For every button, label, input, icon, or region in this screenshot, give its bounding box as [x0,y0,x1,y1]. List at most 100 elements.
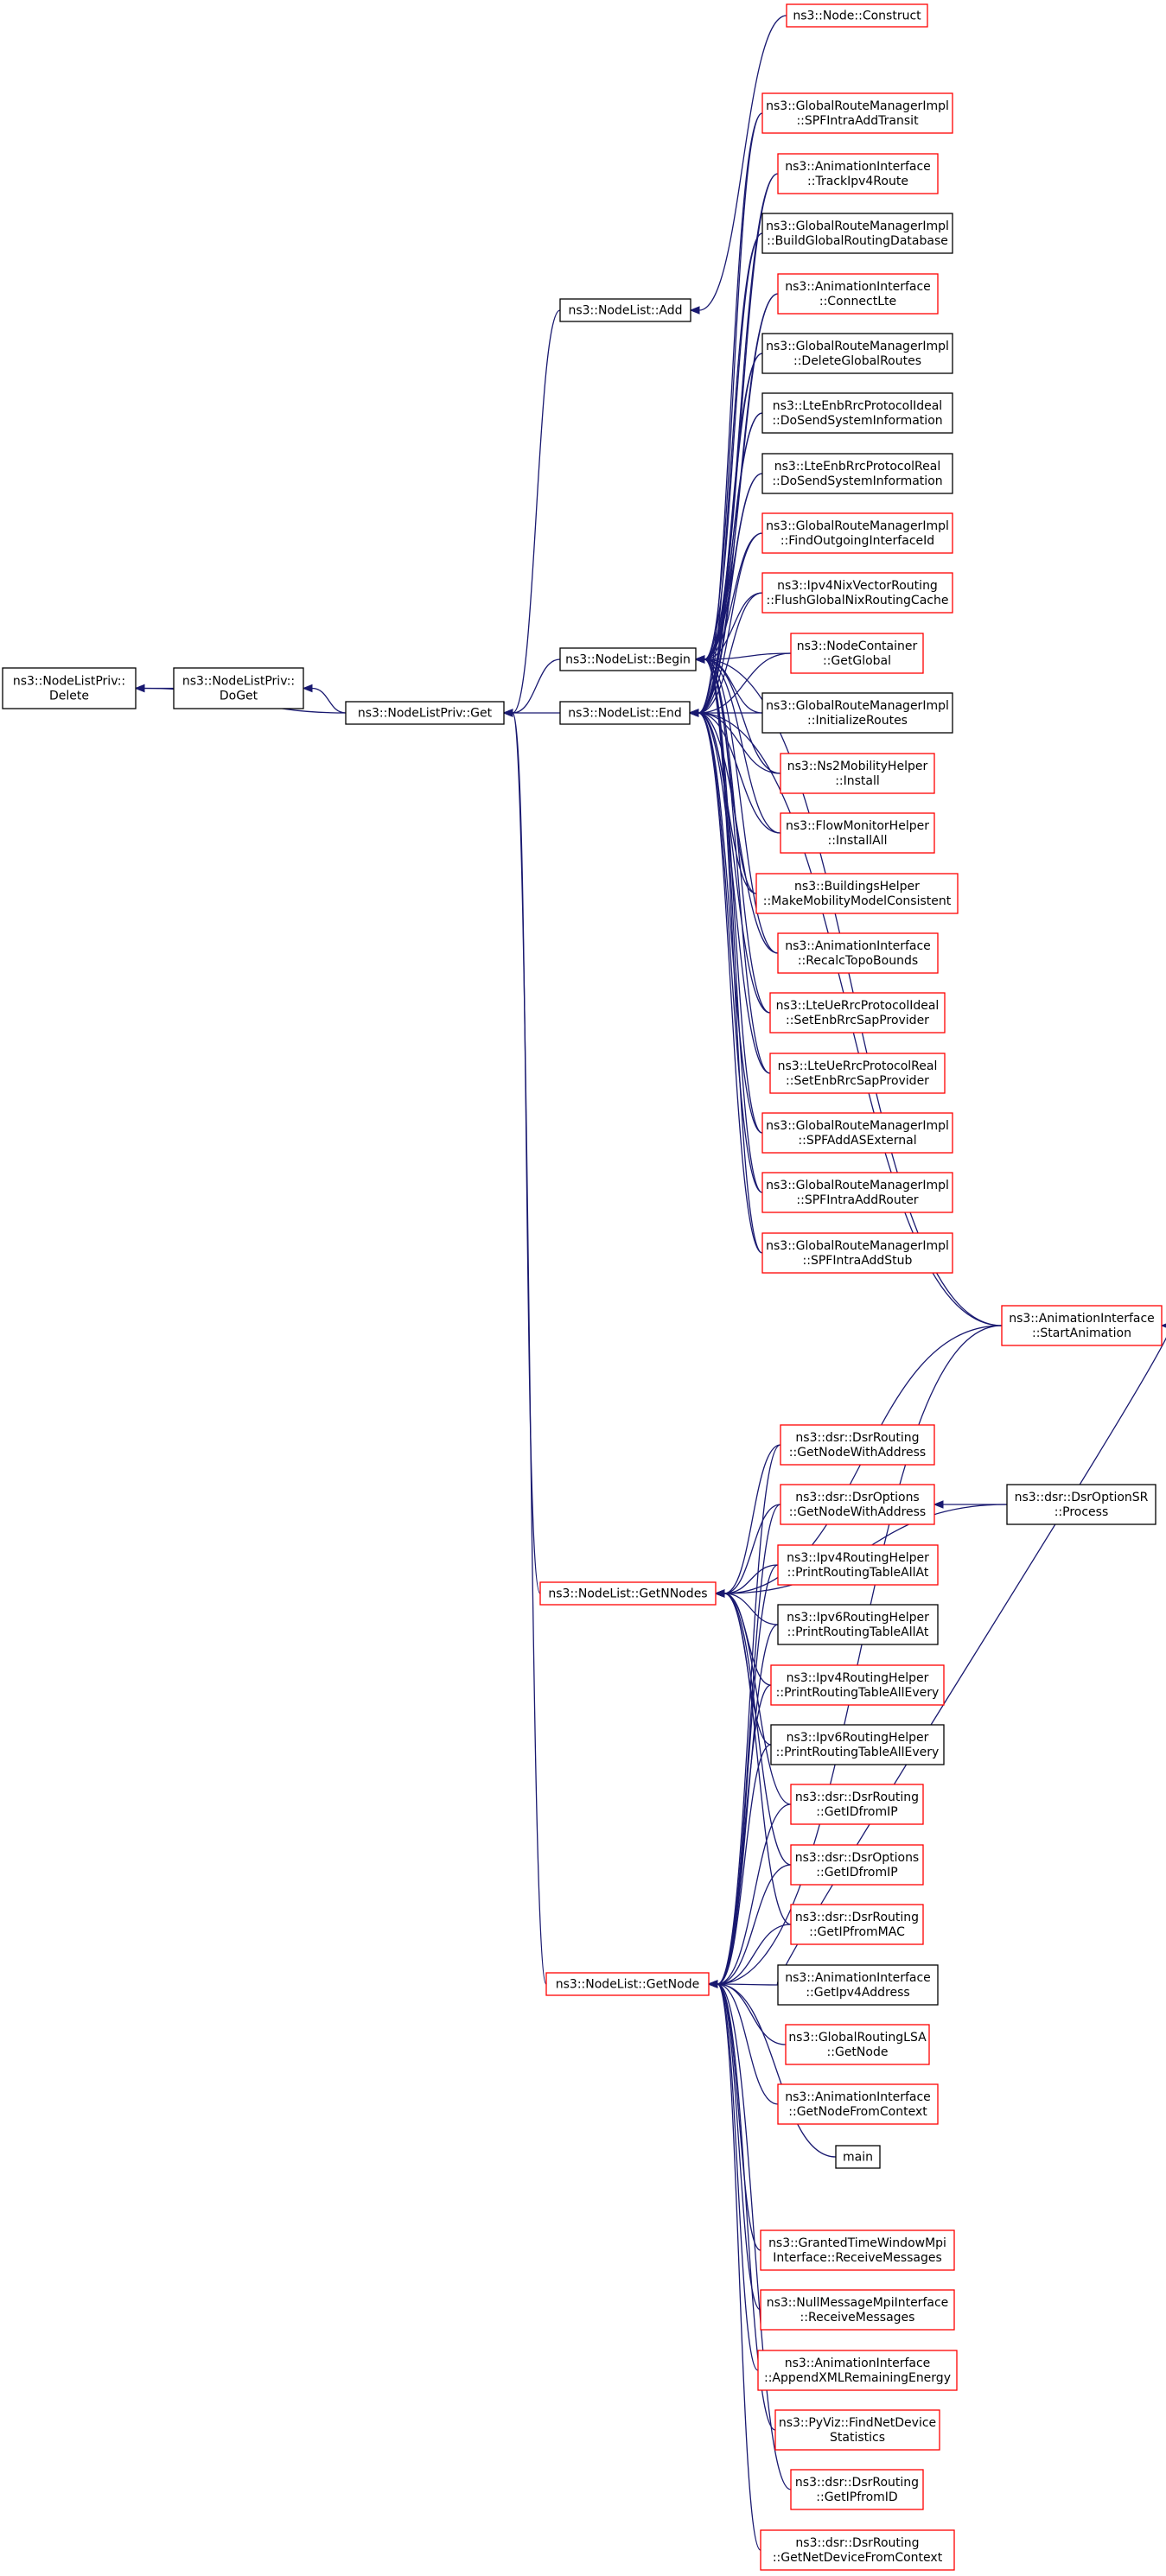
edge-line [704,112,763,660]
node-dsrgetipmac[interactable]: ns3::dsr::DsrRouting::GetIPfromMAC [790,1904,924,1945]
node-label: ::SPFIntraAddTransit [796,114,919,128]
edge-line [698,112,763,714]
node-getnode[interactable]: ns3::NodeList::GetNode [545,1972,710,1996]
node-label: ns3::LteUeRrcProtocolReal [778,1059,938,1073]
node-buildingsmm[interactable]: ns3::BuildingsHelper::MakeMobilityModelC… [755,873,959,914]
node-end[interactable]: ns3::NodeList::End [559,701,691,725]
node-box [545,1972,710,1996]
node-label: ::RecalcTopoBounds [798,954,918,968]
node-doget[interactable]: ns3::NodeListPriv::DoGet [173,667,304,709]
node-label: Statistics [830,2431,885,2445]
node-ipv6printat[interactable]: ns3::Ipv6RoutingHelper::PrintRoutingTabl… [777,1604,939,1645]
node-add[interactable]: ns3::NodeList::Add [559,298,691,322]
node-label: ::SetEnbRrcSapProvider [786,1074,929,1088]
node-ltesysreal[interactable]: ns3::LteEnbRrcProtocolReal::DoSendSystem… [761,453,953,494]
node-ipv4printevery[interactable]: ns3::Ipv4RoutingHelper::PrintRoutingTabl… [770,1664,945,1706]
node-label: ns3::NodeList::GetNode [556,1978,699,1992]
node-spfrouter[interactable]: ns3::GlobalRouteManagerImpl::SPFIntraAdd… [761,1172,953,1213]
node-label: ns3::dsr::DsrRouting [795,1431,919,1445]
node-label: ns3::dsr::DsrRouting [795,1911,919,1924]
node-ltesysideal[interactable]: ns3::LteEnbRrcProtocolIdeal::DoSendSyste… [761,392,953,434]
node-dsrgetid[interactable]: ns3::dsr::DsrRouting::GetIDfromIP [790,1784,924,1825]
node-ipv4printat[interactable]: ns3::Ipv4RoutingHelper::PrintRoutingTabl… [777,1544,939,1586]
node-label: ::FlushGlobalNixRoutingCache [767,594,949,607]
node-label: ::SPFIntraAddRouter [796,1193,918,1207]
edge-getnode-to-get [502,709,547,1985]
node-flushnix[interactable]: ns3::Ipv4NixVectorRouting::FlushGlobalNi… [761,572,953,614]
node-label: ::FindOutgoingInterfaceId [781,534,934,548]
node-box [760,2289,955,2331]
node-begin[interactable]: ns3::NodeList::Begin [559,647,697,671]
node-spfstub[interactable]: ns3::GlobalRouteManagerImpl::SPFIntraAdd… [761,1232,953,1274]
node-flowinstall[interactable]: ns3::FlowMonitorHelper::InstallAll [780,812,935,854]
node-box [761,453,953,494]
node-box [770,1724,945,1765]
edge-line [723,1444,781,1594]
node-box [757,2350,958,2391]
node-box [780,1424,935,1466]
node-dsroptionsr[interactable]: ns3::dsr::DsrOptionSR::Process [1006,1484,1156,1525]
node-get[interactable]: ns3::NodeListPriv::Get [345,701,505,725]
node-lsagetnode[interactable]: ns3::GlobalRoutingLSA::GetNode [785,2024,930,2065]
edge-line [512,309,561,714]
node-box [777,273,939,315]
edge-line [717,1983,837,2158]
node-grantedrecv[interactable]: ns3::GrantedTimeWindowMpiInterface::Rece… [760,2229,955,2271]
edge-ipv4printat-to-getnode [707,1564,779,1988]
node-dsroptgetid[interactable]: ns3::dsr::DsrOptions::GetIDfromIP [790,1844,924,1886]
node-dsrgetnode[interactable]: ns3::dsr::DsrRouting::GetNodeWithAddress [780,1424,935,1466]
node-box [790,633,924,674]
node-label: ns3::dsr::DsrRouting [795,2476,919,2490]
graph-nodes: ns3::NodeListPriv::Deletens3::NodeListPr… [2,3,1163,2571]
node-findoutgoing[interactable]: ns3::GlobalRouteManagerImpl::FindOutgoin… [761,512,953,554]
node-ueideal[interactable]: ns3::LteUeRrcProtocolIdeal::SetEnbRrcSap… [769,992,946,1034]
node-label: ns3::GlobalRouteManagerImpl [766,1119,949,1133]
node-construct[interactable]: ns3::Node::Construct [786,3,928,28]
node-appendxml[interactable]: ns3::AnimationInterface::AppendXMLRemain… [757,2350,958,2391]
node-box [777,932,939,974]
node-box [786,3,928,28]
edge-line [512,712,547,1985]
node-delete[interactable]: ns3::NodeListPriv::Delete [2,667,137,709]
node-label: ::GetNode [827,2045,889,2059]
edge-line [717,1983,759,2371]
node-spftransit[interactable]: ns3::GlobalRouteManagerImpl::SPFIntraAdd… [761,92,953,134]
node-animnodectx[interactable]: ns3::AnimationInterface::GetNodeFromCont… [777,2083,939,2125]
node-trackipv4[interactable]: ns3::AnimationInterface::TrackIpv4Route [777,153,939,194]
node-deleteglobal[interactable]: ns3::GlobalRouteManagerImpl::DeleteGloba… [761,333,953,374]
node-box [755,873,959,914]
edge-dsroptionsr-to-dsroptgetnode [933,1500,1007,1509]
node-dsrnetdev[interactable]: ns3::dsr::DsrRouting::GetNetDeviceFromCo… [760,2529,955,2571]
node-ns2install[interactable]: ns3::Ns2MobilityHelper::Install [780,753,935,794]
edge-line [717,1325,1003,1985]
edge-getnnodes-to-get [502,709,541,1594]
node-animgetipv4[interactable]: ns3::AnimationInterface::GetIpv4Address [777,1964,939,2006]
node-label: ns3::NodeListPriv:: [182,675,295,689]
node-getnnodes[interactable]: ns3::NodeList::GetNNodes [539,1581,717,1606]
node-containerglobal[interactable]: ns3::NodeContainer::GetGlobal [790,633,924,674]
node-connectlte[interactable]: ns3::AnimationInterface::ConnectLte [777,273,939,315]
node-nullmsgrecv[interactable]: ns3::NullMessageMpiInterface::ReceiveMes… [760,2289,955,2331]
node-dsrgetipid[interactable]: ns3::dsr::DsrRouting::GetIPfromID [790,2469,924,2510]
node-box [790,1844,924,1886]
node-label: ns3::NodeList::Add [568,304,682,318]
node-initroutes[interactable]: ns3::GlobalRouteManagerImpl::InitializeR… [761,692,953,734]
node-spfexternal[interactable]: ns3::GlobalRouteManagerImpl::SPFAddASExt… [761,1112,953,1154]
node-label: ::DoSendSystemInformation [772,414,942,428]
node-box [760,2229,955,2271]
node-label: ns3::NullMessageMpiInterface [767,2296,949,2310]
node-main[interactable]: main [835,2145,881,2169]
edge-buildglobal-to-begin [694,232,763,664]
node-box [559,647,697,671]
node-ipv6printevery[interactable]: ns3::Ipv6RoutingHelper::PrintRoutingTabl… [770,1724,945,1765]
node-uereal[interactable]: ns3::LteUeRrcProtocolReal::SetEnbRrcSapP… [769,1053,946,1094]
edge-line [698,712,763,1193]
node-dsroptgetnode[interactable]: ns3::dsr::DsrOptions::GetNodeWithAddress [780,1484,935,1525]
node-buildglobal[interactable]: ns3::GlobalRouteManagerImpl::BuildGlobal… [761,213,953,254]
node-label: ns3::AnimationInterface [785,939,931,953]
edge-line [776,1337,1166,1986]
node-label: ::MakeMobilityModelConsistent [763,894,952,908]
node-startanim[interactable]: ns3::AnimationInterface::StartAnimation [1001,1305,1163,1346]
node-recalctopo[interactable]: ns3::AnimationInterface::RecalcTopoBound… [777,932,939,974]
